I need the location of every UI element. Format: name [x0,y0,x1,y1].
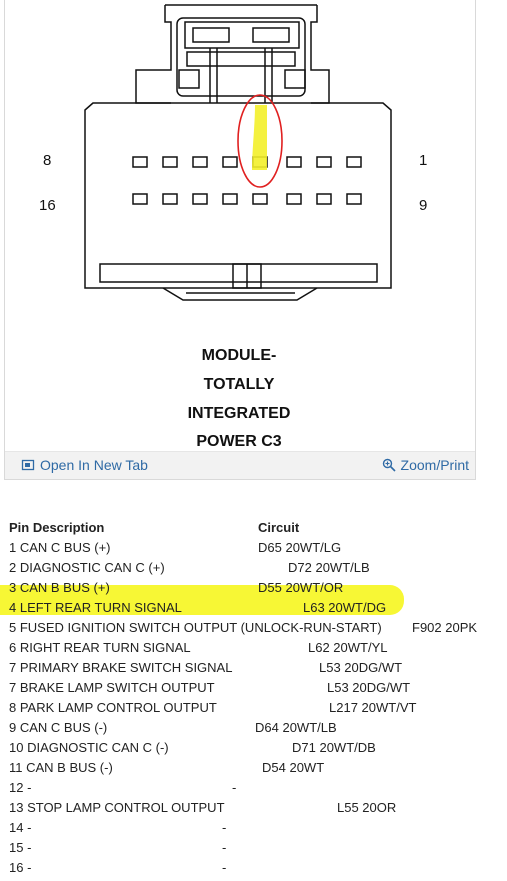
diagram-title-line-1: MODULE- [202,347,277,364]
pin-cavity [286,156,302,168]
pin-cavity [162,156,178,168]
table-header: Pin Description Circuit [9,518,299,538]
pin-circuit: F902 20PK [412,620,478,635]
pin-description: 11 CAN B BUS (-) [9,760,113,775]
table-row: 6 RIGHT REAR TURN SIGNAL L62 20WT/YL [9,638,388,658]
pin-circuit: D71 20WT/DB [292,740,376,755]
pin-label-16: 16 [39,197,56,214]
pin-cavity [222,156,238,168]
pin-circuit: D54 20WT [262,760,325,775]
pin-description: 2 DIAGNOSTIC CAN C (+) [9,560,165,575]
pin-circuit: - [222,840,227,855]
zoom-print-link[interactable]: Zoom/Print [382,457,469,473]
pin-circuit: D65 20WT/LG [258,540,342,555]
pin-description: 10 DIAGNOSTIC CAN C (-) [9,740,169,755]
pin-circuit: - [222,860,227,875]
pin-cavity [132,156,148,168]
pin-description: 12 - [9,780,32,795]
table-row: 10 DIAGNOSTIC CAN C (-) D71 20WT/DB [9,738,376,758]
pin-cavity [222,193,238,205]
diagram-title-line-2: TOTALLY [204,376,275,393]
pin-circuit: D55 20WT/OR [258,580,344,595]
pin-cavity [252,193,268,205]
header-pin-description: Pin Description [9,520,105,535]
table-row: 9 CAN C BUS (-) D64 20WT/LB [9,718,337,738]
row-highlight-pin-4 [0,585,404,615]
pin-cavity [192,193,208,205]
table-row: 7 BRAKE LAMP SWITCH OUTPUT L53 20DG/WT [9,678,410,698]
pin-circuit: - [222,820,227,835]
pin-label-1: 1 [419,152,427,169]
pin-description: 5 FUSED IGNITION SWITCH OUTPUT (UNLOCK-R… [9,620,382,635]
pin-cavity [132,193,148,205]
pin-description: 7 BRAKE LAMP SWITCH OUTPUT [9,680,215,695]
pin-circuit: L217 20WT/VT [329,700,417,715]
pin-cavities [132,156,362,205]
pin-label-9: 9 [419,197,427,214]
diagram-title-line-3: INTEGRATED [188,405,291,422]
table-row: 12 - - [9,778,236,798]
table-row: 8 PARK LAMP CONTROL OUTPUT L217 20WT/VT [9,698,416,718]
pin-description: 4 LEFT REAR TURN SIGNAL [9,600,182,615]
table-row: 15 - - [9,838,226,858]
pin-cavity [316,193,332,205]
pin-highlight-mark [252,105,267,170]
pin-description: 1 CAN C BUS (+) [9,540,111,555]
connector-latch [135,4,330,104]
pin-cavity [346,193,362,205]
pin-cavity [192,156,208,168]
pin-description: 7 PRIMARY BRAKE SWITCH SIGNAL [9,660,233,675]
pin-description: 15 - [9,840,32,855]
pin-annotation-circle [237,94,283,188]
pin-description: 14 - [9,820,32,835]
pin-circuit: L53 20DG/WT [319,660,403,675]
new-tab-icon [21,459,35,471]
pin-circuit: - [232,780,237,795]
table-row: 14 - - [9,818,226,838]
pin-cavity [162,193,178,205]
magnifier-icon [382,458,396,472]
pin-description: 6 RIGHT REAR TURN SIGNAL [9,640,191,655]
table-row: 11 CAN B BUS (-) D54 20WT [9,758,324,778]
pin-cavity [316,156,332,168]
image-toolbar: Open In New Tab Zoom/Print [5,451,475,479]
table-row: 3 CAN B BUS (+) D55 20WT/OR [9,578,343,598]
pin-description: 8 PARK LAMP CONTROL OUTPUT [9,700,217,715]
table-row: 13 STOP LAMP CONTROL OUTPUT L55 20OR [9,798,396,818]
header-circuit: Circuit [258,520,300,535]
table-row: 1 CAN C BUS (+) D65 20WT/LG [9,538,341,558]
open-in-new-tab-label: Open In New Tab [40,457,148,473]
pin-description: 16 - [9,860,32,875]
pin-circuit: L63 20WT/DG [303,600,387,615]
diagram-panel: 8 1 16 9 MODULE- TOTALLY INTEGRATED POWE… [4,0,476,480]
pin-description: 3 CAN B BUS (+) [9,580,110,595]
pin-circuit: D64 20WT/LB [255,720,337,735]
connector-body [84,102,392,301]
open-in-new-tab-link[interactable]: Open In New Tab [21,457,148,473]
pin-description: 13 STOP LAMP CONTROL OUTPUT [9,800,225,815]
pin-cavity [346,156,362,168]
pin-circuit: L55 20OR [337,800,397,815]
table-row: 5 FUSED IGNITION SWITCH OUTPUT (UNLOCK-R… [9,618,477,638]
zoom-print-label: Zoom/Print [400,457,469,473]
pin-circuit: D72 20WT/LB [288,560,370,575]
pin-circuit: L53 20DG/WT [327,680,411,695]
table-row: 4 LEFT REAR TURN SIGNAL L63 20WT/DG [9,598,386,618]
diagram-title-line-4: POWER C3 [196,433,281,450]
pin-description: 9 CAN C BUS (-) [9,720,108,735]
table-row: 16 - - [9,858,226,878]
table-row: 7 PRIMARY BRAKE SWITCH SIGNAL L53 20DG/WT [9,658,402,678]
pin-circuit: L62 20WT/YL [308,640,388,655]
table-row: 2 DIAGNOSTIC CAN C (+) D72 20WT/LB [9,558,370,578]
connector-diagram: 8 1 16 9 MODULE- TOTALLY INTEGRATED POWE… [39,4,427,450]
pin-cavity [286,193,302,205]
pin-label-8: 8 [43,152,51,169]
